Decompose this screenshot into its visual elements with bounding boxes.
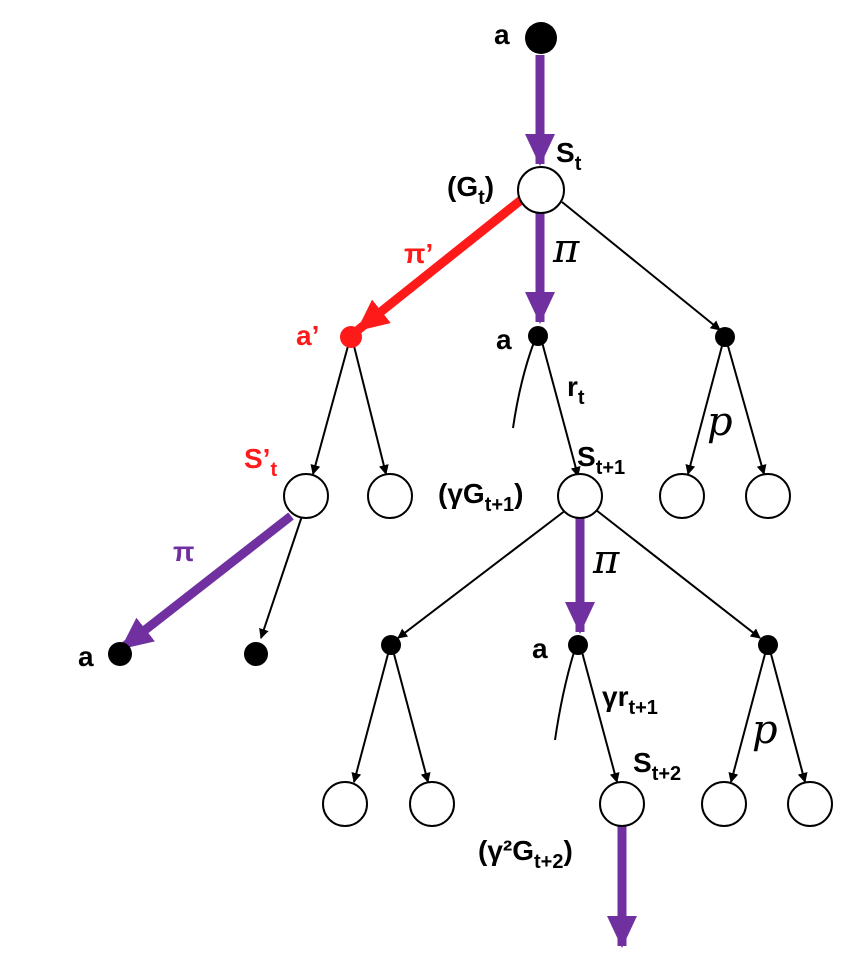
edge-aprime-to-right-state: [353, 345, 389, 475]
state-lowleft-left-node: [322, 781, 368, 827]
state-lowright-right-node: [787, 781, 833, 827]
aprime-action-node: [340, 326, 362, 348]
lowmid-action-node: [568, 635, 588, 655]
edge-right-action-to-right-state: [727, 345, 767, 475]
label-state-st2: St+2: [633, 747, 681, 785]
edge-mid-action-to-st1: [541, 341, 581, 477]
label-lowmid-action: a: [532, 633, 548, 664]
lowright-action-node: [758, 635, 778, 655]
label-pi-main-1: π: [552, 226, 580, 272]
red-arrow-st-to-aprime: [355, 192, 529, 334]
label-reward-rt: rt: [567, 371, 585, 409]
state-lowright-left-node: [701, 781, 747, 827]
edge-lowright-action-to-left-state: [728, 653, 766, 783]
left-leaf-action-node: [244, 642, 268, 666]
lowleft-action-node: [381, 635, 401, 655]
edge-lowmid-action-left-stub: [554, 651, 575, 741]
label-p-right-1: p: [707, 399, 733, 445]
purple-arrow-sprime-to-a: [119, 512, 294, 652]
label-left-action-a: a: [78, 641, 94, 672]
label-mid-action: a: [496, 324, 512, 355]
edge-sprime-to-right-action: [259, 515, 303, 639]
edge-mid-action-left-stub: [512, 341, 535, 429]
label-p-right-2: p: [752, 707, 778, 753]
label-aprime: a’: [296, 320, 319, 351]
edge-st1-to-left-action: [397, 509, 567, 639]
root-action-node: [525, 22, 557, 54]
state-st2-node: [599, 781, 645, 827]
edge-lowleft-action-to-left-state: [351, 653, 389, 783]
edge-right-action-to-left-state: [685, 345, 723, 475]
state-st1-node: [557, 473, 603, 519]
edge-lowleft-action-to-right-state: [393, 653, 431, 783]
left-leaf-action-node-a: [108, 642, 132, 666]
state-aprime-right-node: [367, 473, 413, 519]
label-pi-left: π: [173, 536, 194, 567]
right-action-node: [715, 327, 735, 347]
label-pi-prime: π’: [404, 238, 433, 269]
edge-lowmid-action-to-st2: [581, 651, 620, 783]
state-sprime-node: [283, 473, 329, 519]
label-return-gt1: (γGt+1): [438, 478, 523, 516]
state-lowleft-right-node: [409, 781, 455, 827]
state-st-node: [517, 166, 565, 214]
edge-lowright-action-to-right-state: [770, 653, 808, 783]
label-reward-rt1: γrt+1: [602, 681, 658, 719]
label-state-st1: St+1: [577, 441, 625, 479]
edge-st-to-right-action: [561, 201, 721, 331]
edge-st1-to-right-action: [595, 509, 761, 639]
label-state-st: St: [556, 137, 582, 175]
state-right-left-node: [659, 473, 705, 519]
label-sprime: S’t: [244, 443, 277, 481]
edge-aprime-to-sprime: [310, 345, 349, 475]
label-return-gt2: (γ²Gt+2): [478, 835, 573, 873]
label-return-gt: (Gt): [447, 171, 494, 209]
mid-action-node: [528, 326, 548, 346]
state-right-right-node: [745, 473, 791, 519]
label-root-action: a: [494, 19, 510, 50]
label-pi-main-2: π: [592, 537, 620, 583]
